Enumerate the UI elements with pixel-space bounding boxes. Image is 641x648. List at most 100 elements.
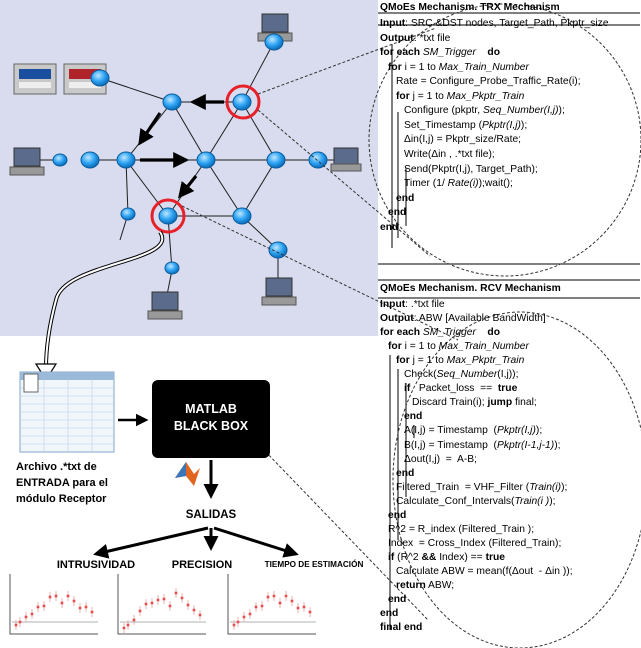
code-token: Index = Cross_Index (Filtered_Train); xyxy=(388,537,562,549)
code-token: Input xyxy=(380,299,406,310)
code-token: SM_Trigger xyxy=(422,327,476,339)
trx-code-line: Δin(I,j) = Pkptr_size/Rate; xyxy=(404,133,521,147)
mini-plot-point xyxy=(122,626,126,630)
code-token: end xyxy=(380,221,399,233)
trx-code-line: Send(Pkptr(I,j), Target_Path); xyxy=(404,163,538,177)
code-token: Discard Train(i); xyxy=(412,397,488,409)
code-token: Output xyxy=(380,313,414,325)
trx-code-line: Configure (pkptr, Seq_Number(I,j)); xyxy=(404,104,565,118)
rcv-code-line: if (R^2 && Index) == true xyxy=(388,551,505,565)
flow-arrows xyxy=(138,94,224,199)
code-token: Input xyxy=(380,18,406,29)
output-arrows xyxy=(93,526,299,559)
file-label-line3: módulo Receptor xyxy=(16,493,107,505)
mini-plot-point xyxy=(186,603,190,607)
trx-code-line: end xyxy=(396,192,414,206)
trx-code-line: Timer (1/ Rate(i));wait(); xyxy=(404,177,513,191)
txt-file-thumbnail xyxy=(19,371,115,453)
rcv-code-line: if Packet_loss == true xyxy=(404,382,517,396)
network-node xyxy=(90,69,110,87)
code-token: i = 1 to xyxy=(404,341,439,353)
network-node xyxy=(308,151,328,169)
code-token: : SRC &DST nodes, Target_Path, Pkptr_siz… xyxy=(405,18,609,29)
code-token: j = 1 to xyxy=(412,90,447,102)
rcv-code-line: B(I,j) = Timestamp (Pkptr(I-1,j-1)); xyxy=(404,439,561,453)
computer-icon-bottom-right xyxy=(261,277,297,306)
file-label-line2: ENTRADA para el xyxy=(16,477,108,489)
rcv-code-line: R^2 = R_index (Filtered_Train ); xyxy=(388,523,534,537)
receiver-highlight-circle xyxy=(150,198,186,234)
rcv-code-line: A(I,j) = Timestamp (Pkptr(I,j)); xyxy=(404,424,542,438)
rcv-code-line: Check(Seq_Number(I,j)); xyxy=(404,368,518,382)
salidas-label: SALIDAS xyxy=(186,509,237,521)
mini-plot-point xyxy=(260,604,264,608)
mini-plot-point xyxy=(72,599,76,603)
mini-plot-point xyxy=(296,606,300,610)
file-label-line1: Archivo .*txt de xyxy=(16,461,97,473)
code-token: final; xyxy=(512,397,537,409)
network-node-sender xyxy=(232,93,252,111)
mini-plot-point xyxy=(232,623,236,627)
rcv-code-line: Input: .*txt file xyxy=(380,298,445,312)
code-token: do xyxy=(487,47,500,59)
network-node xyxy=(120,207,136,221)
trx-code-line: Set_Timestamp (Pkptr(I,j)); xyxy=(404,119,527,133)
code-token: SM_Trigger xyxy=(422,47,476,59)
mini-plot-point xyxy=(174,591,178,595)
code-token: end xyxy=(396,467,415,479)
mini-plot xyxy=(117,574,206,635)
code-token: Pkptr(I,j) xyxy=(496,425,536,437)
mini-plot-point xyxy=(78,606,82,610)
mini-plot-point xyxy=(66,594,70,598)
network-node xyxy=(52,153,68,167)
matlab-logo-icon xyxy=(175,462,200,486)
mini-plot-axis xyxy=(117,574,206,635)
rcv-code-line: Index = Cross_Index (Filtered_Train); xyxy=(388,537,561,551)
mini-plot-point xyxy=(126,623,130,627)
code-token: : ABW [Available BandWidth] xyxy=(413,313,546,325)
code-token: (I,j)); xyxy=(497,369,519,381)
mini-plot xyxy=(227,574,316,635)
code-token: Max_Train_Number xyxy=(438,341,529,353)
code-token: B(I,j) = Timestamp ( xyxy=(404,439,497,451)
code-token: (R^2 xyxy=(394,551,422,563)
computer-icon-left xyxy=(9,147,45,176)
mini-plot-point xyxy=(266,595,270,599)
rcv-code-line: end xyxy=(380,607,398,621)
rcv-code-line: for i = 1 to Max_Train_Number xyxy=(388,340,529,354)
code-token: j = 1 to xyxy=(412,355,447,367)
tiempo-estimacion-label: TIEMPO DE ESTIMACIÓN xyxy=(265,558,364,569)
code-token: return xyxy=(396,580,426,591)
output-plots xyxy=(9,574,316,635)
rcv-code-line: Calculate ABW = mean(f(Δout - Δin )); xyxy=(396,565,573,579)
rcv-code-line: Output: ABW [Available BandWidth] xyxy=(380,312,546,326)
mini-plot-point xyxy=(180,596,184,600)
mini-plot-point xyxy=(308,610,312,614)
code-token: : *txt file xyxy=(413,32,451,44)
trx-code-line: Input: SRC &DST nodes, Target_Path, Pkpt… xyxy=(380,17,609,31)
code-token: for xyxy=(396,90,413,102)
mini-plot-point xyxy=(36,605,40,609)
network-nodes xyxy=(52,33,328,275)
mini-plot-point xyxy=(14,623,18,627)
code-token: Δout(I,j) = A-B; xyxy=(404,453,477,465)
network-node xyxy=(80,151,100,169)
zoom-callouts xyxy=(181,3,641,648)
code-token: Rate(i) xyxy=(447,178,479,190)
mini-plot-point xyxy=(198,613,202,617)
curved-arrow-fill xyxy=(45,231,164,369)
trx-code-line: for i = 1 to Max_Train_Number xyxy=(388,61,529,75)
code-token: end xyxy=(380,608,399,620)
rcv-code-line: Calculate_Conf_Intervals(Train(i )); xyxy=(396,495,555,509)
code-token: );wait(); xyxy=(478,178,513,190)
computer-icon-bottom-left xyxy=(147,291,183,320)
code-token xyxy=(476,327,487,338)
code-token: final end xyxy=(380,622,423,634)
mini-plot xyxy=(9,574,98,635)
mini-plot-point xyxy=(60,601,64,605)
sender-highlight-circle xyxy=(225,84,261,120)
code-token: ); xyxy=(558,105,565,117)
code-token: ); xyxy=(549,495,556,507)
code-token: Rate = Configure_Probe_Traffic_Rate(i); xyxy=(396,76,581,88)
